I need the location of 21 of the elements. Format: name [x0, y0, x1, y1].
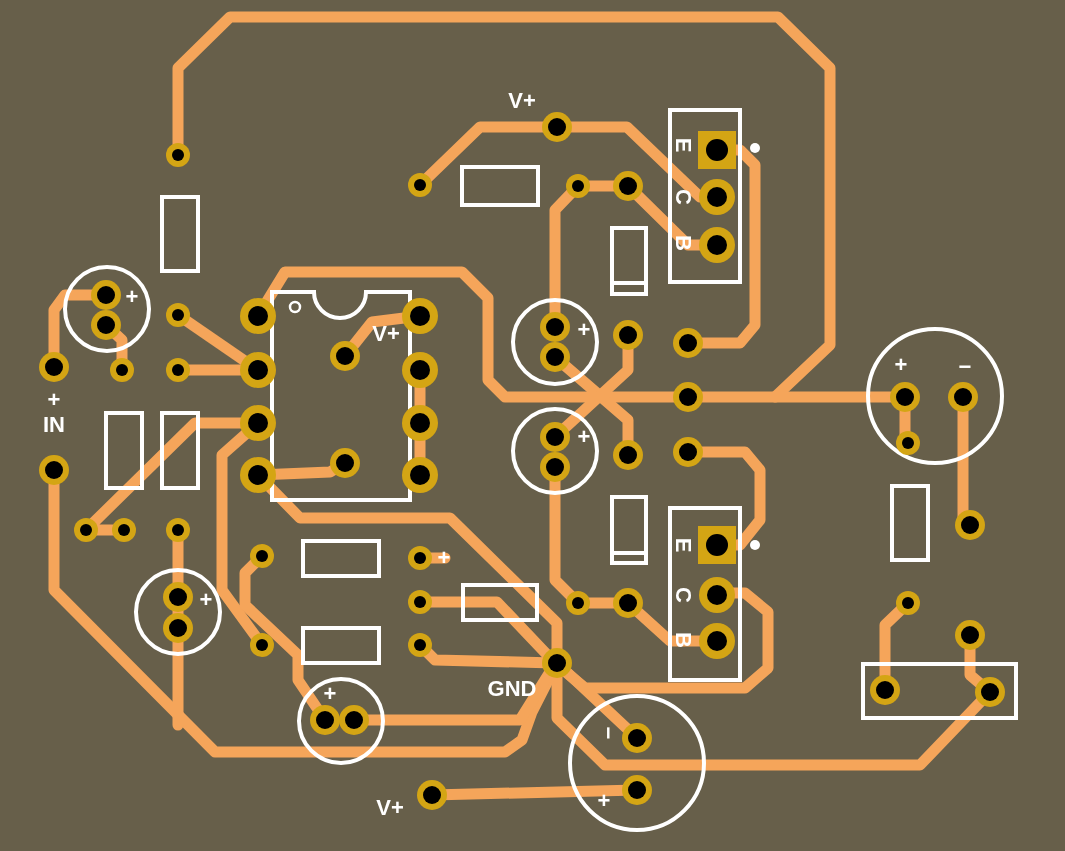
silkscreen-label: − — [597, 726, 619, 740]
silkscreen-label: + — [125, 286, 139, 308]
silkscreen-label: IN — [43, 414, 65, 436]
silkscreen-label: C — [672, 587, 694, 603]
silkscreen-label: V+ — [372, 323, 400, 345]
silkscreen-label: + — [597, 790, 611, 812]
silkscreen-label: + — [437, 547, 451, 569]
silkscreen-label: E — [672, 137, 694, 153]
silkscreen-label: V+ — [376, 797, 404, 819]
silkscreen-label: + — [577, 319, 591, 341]
silkscreen-label: B — [672, 235, 694, 251]
silkscreen-label: + — [199, 589, 213, 611]
silkscreen-label: + — [894, 354, 908, 376]
silkscreen-label: + — [577, 426, 591, 448]
silkscreen-label: + — [47, 389, 61, 411]
silkscreen-label: E — [672, 537, 694, 553]
silkscreen-label: V+ — [508, 90, 536, 112]
silkscreen-label: + — [323, 683, 337, 705]
silkscreen-label: B — [672, 632, 694, 648]
silkscreen-label: − — [958, 356, 972, 378]
silkscreen-label: C — [672, 189, 694, 205]
